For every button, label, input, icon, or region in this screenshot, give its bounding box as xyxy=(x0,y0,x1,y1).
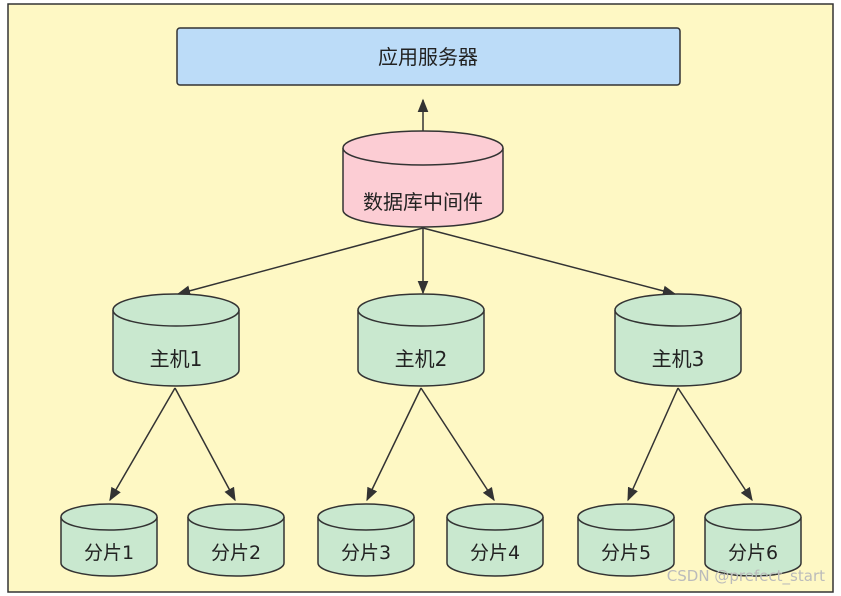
watermark-text: CSDN @prefect_start xyxy=(667,567,825,586)
host-node-1: 主机1 xyxy=(112,293,240,387)
shard-node-5: 分片5 xyxy=(577,503,675,577)
arrow-host1-shard1 xyxy=(109,387,176,502)
host-cylinder-top xyxy=(112,293,240,327)
arrow-host2-shard3 xyxy=(366,387,422,502)
shard-label: 分片6 xyxy=(728,542,778,564)
shard-cylinder-top xyxy=(446,503,544,531)
shard-node-2: 分片2 xyxy=(187,503,285,577)
shard-node-4: 分片4 xyxy=(446,503,544,577)
app-server-label: 应用服务器 xyxy=(378,45,478,69)
shard-cylinder-body xyxy=(60,517,158,577)
shard-cylinder-top xyxy=(577,503,675,531)
host-cylinder-top xyxy=(357,293,485,327)
shard-label: 分片3 xyxy=(341,542,391,564)
arrow-host1-shard2 xyxy=(174,387,236,502)
middleware-cylinder-top xyxy=(342,130,504,166)
connectors xyxy=(109,98,753,502)
arrow-host3-shard6 xyxy=(677,387,753,502)
middleware-label: 数据库中间件 xyxy=(363,190,483,214)
arrow-host2-shard4 xyxy=(420,387,495,502)
middleware-cylinder-body xyxy=(342,148,504,228)
host-label: 主机2 xyxy=(395,347,448,371)
shard-label: 分片4 xyxy=(470,542,520,564)
app-server-box xyxy=(176,27,681,86)
shard-label: 分片5 xyxy=(601,542,651,564)
host-label: 主机3 xyxy=(652,347,705,371)
host-cylinder-top xyxy=(614,293,742,327)
app-server-node: 应用服务器 xyxy=(176,27,681,86)
shard-cylinder-body xyxy=(187,517,285,577)
shard-cylinder-top xyxy=(187,503,285,531)
shard-cylinder-body xyxy=(446,517,544,577)
shard-node-6: 分片6 xyxy=(704,503,802,577)
middleware-node: 数据库中间件 xyxy=(342,130,504,228)
host-label: 主机1 xyxy=(150,347,203,371)
arrow-host3-shard5 xyxy=(627,387,679,502)
shard-cylinder-body xyxy=(704,517,802,577)
shard-cylinder-body xyxy=(317,517,415,577)
shard-node-1: 分片1 xyxy=(60,503,158,577)
host-node-3: 主机3 xyxy=(614,293,742,387)
shard-cylinder-top xyxy=(317,503,415,531)
host-cylinder-body xyxy=(357,310,485,387)
shard-cylinder-body xyxy=(577,517,675,577)
host-node-2: 主机2 xyxy=(357,293,485,387)
host-cylinder-body xyxy=(614,310,742,387)
host-cylinder-body xyxy=(112,310,240,387)
shard-label: 分片2 xyxy=(211,542,261,564)
shard-node-3: 分片3 xyxy=(317,503,415,577)
shard-cylinder-top xyxy=(704,503,802,531)
shard-label: 分片1 xyxy=(84,542,134,564)
arrow-middleware-host1 xyxy=(176,227,424,297)
shard-cylinder-top xyxy=(60,503,158,531)
arrow-middleware-host3 xyxy=(422,227,677,297)
